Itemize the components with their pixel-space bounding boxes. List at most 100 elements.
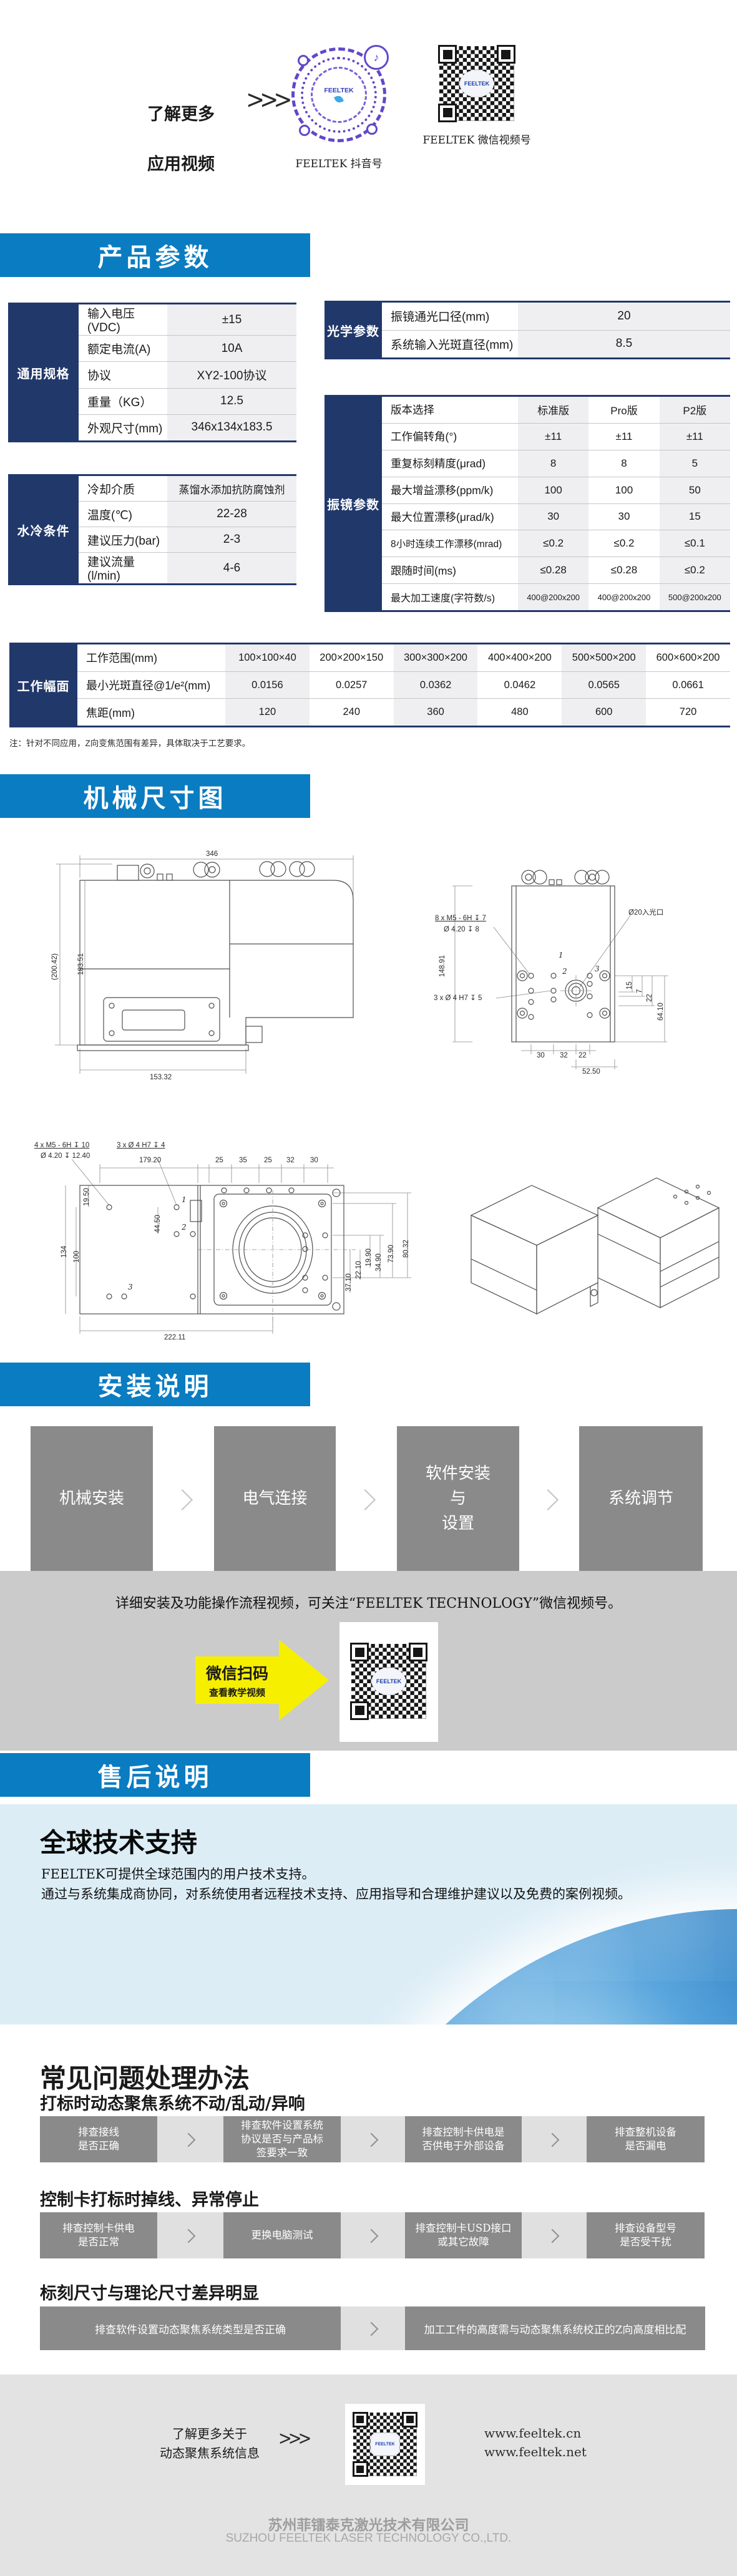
qr-finder-icon	[409, 1643, 427, 1661]
footer-company-cn: 苏州菲镭泰克激光技术有限公司	[268, 2517, 469, 2533]
earth-image	[305, 1909, 737, 2024]
dim-label: 30	[310, 1157, 318, 1164]
qr-finder-icon	[350, 1701, 369, 1720]
douyin-qr-ring-mid	[301, 57, 377, 133]
chevron-right-icon	[545, 2228, 560, 2243]
feeltek-logo: FEELTEK	[370, 2433, 400, 2456]
footer-more-text: 了解更多关于 动态聚焦系统信息	[149, 2424, 271, 2463]
faq1-step-2: 排查软件设置系统 协议是否与产品标 签要求一致	[223, 2116, 341, 2162]
table-row: 重量（KG）12.5	[79, 387, 296, 414]
faq-gap	[522, 2116, 587, 2162]
table-row: 外观尺寸(mm)346x134x183.5	[79, 414, 296, 440]
douyin-qr-ring-inner	[311, 67, 367, 123]
drawing-side-view: 346 (200.42) 183.51 153.32	[19, 850, 381, 1094]
faq-gap	[157, 2116, 223, 2162]
install-notice-text: 详细安装及功能操作流程视频，可关注“FEELTEK TECHNOLOGY”微信视…	[115, 1596, 622, 1611]
table-cooling-title: 水冷条件	[8, 476, 79, 583]
section-banner-install: 安装说明	[0, 1363, 310, 1406]
table-row: 8小时连续工作漂移(mrad) ≤0.2 ≤0.2 ≤0.1	[382, 530, 730, 557]
faq-gap	[341, 2212, 405, 2258]
qr-finder-icon	[497, 45, 515, 64]
thread-note: Ø 4.20 ↧ 8	[444, 926, 479, 933]
douyin-qr-ring-outer	[291, 47, 386, 142]
faq3-step-1: 排查软件设置动态聚焦系统类型是否正确	[40, 2306, 341, 2350]
chevron-right-icon	[364, 2132, 378, 2147]
qr-finder-icon	[402, 2412, 417, 2428]
table-row: 冷却介质蒸馏水添加抗防腐蚀剂	[79, 476, 296, 501]
douyin-qr-marker-icon	[299, 125, 310, 136]
footer-more-line1: 了解更多关于	[172, 2426, 247, 2441]
qr-finder-icon	[353, 2461, 368, 2477]
arrow-head-icon	[279, 1640, 329, 1721]
table-row: 建议流量(l/min)4-6	[79, 552, 296, 583]
aperture-note: Ø20入光口	[628, 909, 664, 916]
hole-id: 2	[562, 967, 567, 976]
dim-label: 80.32	[403, 1240, 410, 1258]
table-row: 工作范围(mm) 100×100×40 200×200×150 300×300×…	[77, 644, 730, 671]
side-view-linework	[55, 855, 354, 1074]
dim-label: 64.10	[657, 1003, 665, 1021]
table-row: 最大位置漂移(μrad/k) 30 30 15	[382, 503, 730, 530]
music-note-icon: ♪	[364, 45, 389, 70]
table-optical-title: 光学参数	[325, 303, 382, 357]
install-step-3: 软件安装 与 设置	[397, 1426, 519, 1571]
install-step-1: 机械安装	[31, 1426, 153, 1571]
table-work-area: 工作幅面 工作范围(mm) 100×100×40 200×200×150 300…	[9, 643, 730, 727]
table-galvo-title: 振镜参数	[325, 397, 382, 610]
faq-subtitle-1: 打标时动态聚焦系统不动/乱动/异响	[40, 2094, 305, 2114]
table-header-row: 版本选择 标准版 Pro版 P2版	[382, 397, 730, 423]
feeltek-logo: FEELTEK	[371, 1668, 406, 1695]
dim-label: 148.91	[439, 955, 446, 977]
aftersales-title: 全球技术支持	[40, 1827, 198, 1858]
footer-more-line2: 动态聚焦系统信息	[160, 2446, 260, 2461]
faq3-step-2: 加工工件的高度需与动态聚焦系统校正的Z向高度相比配	[405, 2306, 705, 2350]
isometric-linework	[470, 1177, 720, 1315]
dim-label: 35	[239, 1157, 247, 1164]
hole-id: 2	[182, 1223, 187, 1232]
douyin-qr-label: FEELTEK 抖音号	[295, 158, 383, 170]
chevron-right-icon	[537, 1489, 559, 1510]
table-row: 温度(℃)22-28	[79, 501, 296, 527]
bottom-view-linework	[65, 1159, 411, 1334]
table-general-title: 通用规格	[8, 304, 79, 440]
qr-finder-icon	[350, 1643, 369, 1661]
aftersales-line1: FEELTEK可提供全球范围内的用户技术支持。	[41, 1867, 315, 1882]
chevron-right-icon	[181, 2228, 196, 2243]
dim-label: 32	[286, 1157, 295, 1164]
douyin-qr-marker-icon	[366, 124, 378, 135]
faq-subtitle-2: 控制卡打标时掉线、异常停止	[40, 2190, 259, 2210]
install-qr-code: FEELTEK	[345, 1638, 432, 1725]
table-row: 焦距(mm) 120 240 360 480 600 720	[77, 698, 730, 726]
aftersales-section: 全球技术支持 FEELTEK可提供全球范围内的用户技术支持。 通过与系统集成商协…	[0, 1804, 737, 2024]
table-row: 输入电压(VDC)±15	[79, 304, 296, 335]
footer: 了解更多关于 动态聚焦系统信息 >>> FEELTEK www.feeltek.…	[0, 2374, 737, 2576]
table-galvo-params: 振镜参数 版本选择 标准版 Pro版 P2版 工作偏转角(°) ±11 ±11 …	[325, 395, 730, 612]
dim-label: (200.42)	[51, 953, 59, 980]
scan-title: 微信扫码	[205, 1665, 268, 1683]
wechat-qr-code: FEELTEK	[433, 40, 520, 127]
hole-id: 1	[559, 951, 564, 960]
table-row: 振镜通光口径(mm)20	[382, 303, 730, 330]
dim-label: 22	[646, 994, 653, 1002]
footer-url-net: www.feeltek.net	[484, 2444, 587, 2459]
chevron-right-icon	[181, 2132, 196, 2147]
dim-label: 15	[626, 981, 633, 989]
chevron-right-icon: >>>	[278, 2428, 311, 2450]
aftersales-line2: 通过与系统集成商协同，对系统使用者远程技术支持、应用指导和合理维护建议以及免费的…	[41, 1887, 631, 1902]
chevron-right-icon	[364, 2321, 378, 2336]
faq-title: 常见问题处理办法	[40, 2063, 250, 2094]
install-qr-box: FEELTEK	[339, 1622, 438, 1742]
dim-label: 52.50	[582, 1068, 600, 1076]
dim-label: 25	[264, 1157, 272, 1164]
feeltek-logo: FEELTEK	[320, 76, 358, 114]
thread-note: 4 x M5 - 6H ↧ 10	[34, 1142, 90, 1149]
dim-label: 25	[215, 1157, 223, 1164]
drawing-isometric-view	[437, 1153, 736, 1365]
dim-label: 179.20	[139, 1157, 162, 1164]
dim-label: 183.51	[77, 953, 85, 975]
header-more-videos-text: 了解更多 应用视频	[139, 77, 223, 177]
douyin-qr-code: ♪ FEELTEK	[291, 45, 389, 142]
faq-subtitle-3: 标刻尺寸与理论尺寸差异明显	[40, 2284, 259, 2303]
chevron-right-icon	[172, 1489, 193, 1510]
